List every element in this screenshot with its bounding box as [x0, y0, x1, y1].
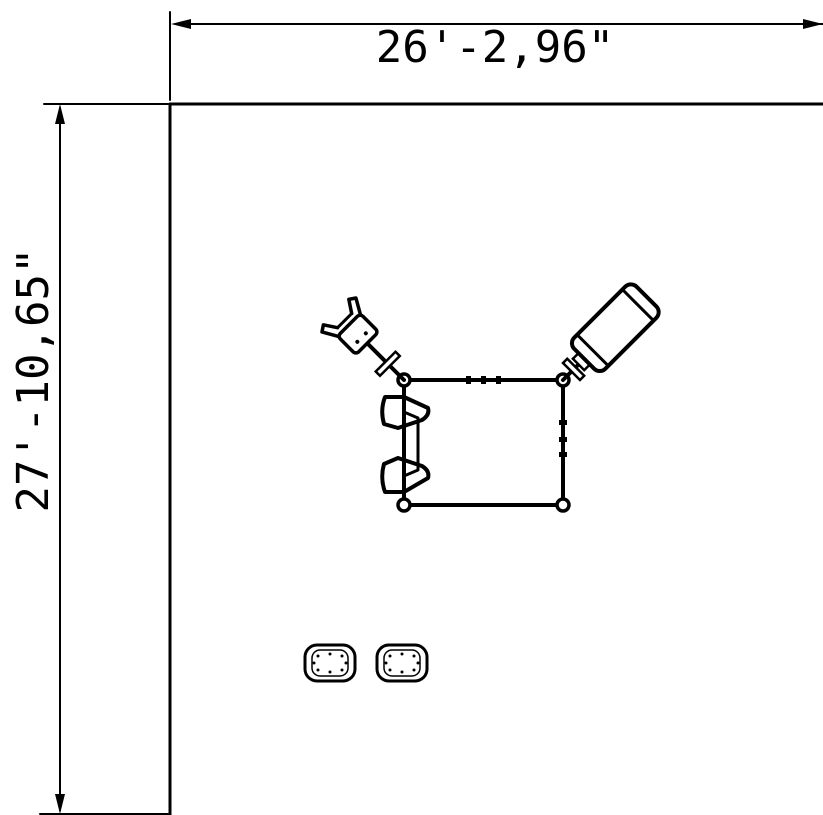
- post-bottom-right: [555, 497, 571, 513]
- height-dimension-label: 27'-10,65": [8, 248, 59, 513]
- right-arm-panel: [561, 282, 661, 382]
- arrow-right-icon: [803, 19, 823, 29]
- width-dimension-label: 26'-2,96": [376, 22, 614, 73]
- arrow-down-icon: [55, 794, 65, 814]
- post-bottom-left: [396, 497, 412, 513]
- arrow-up-icon: [55, 104, 65, 124]
- swing-seats: [380, 395, 431, 494]
- area-boundary: [168, 102, 823, 815]
- stepping-stone: [303, 643, 357, 683]
- arrow-left-icon: [171, 19, 191, 29]
- stepping-stones: [303, 643, 429, 683]
- height-dimension: 27'-10,65": [8, 103, 169, 815]
- stepping-stone: [375, 643, 429, 683]
- width-dimension: 26'-2,96": [169, 11, 823, 101]
- play-frame: [396, 372, 571, 513]
- left-arm-attachment: [320, 296, 406, 382]
